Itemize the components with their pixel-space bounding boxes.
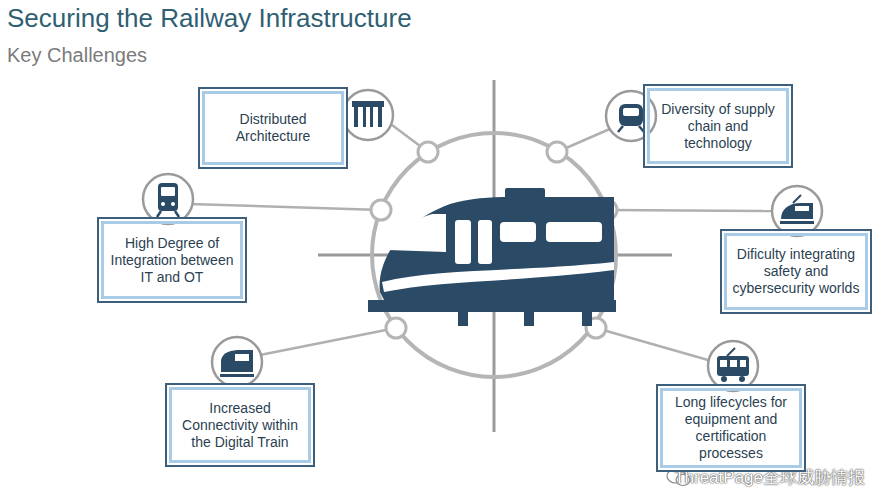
challenge-box: High Degree of Integration between IT an… <box>97 217 247 303</box>
challenge-text: High Degree of Integration between IT an… <box>109 235 235 286</box>
challenge-box: Diversity of supply chain and technology <box>643 84 793 168</box>
leader-lines <box>190 125 772 360</box>
challenge-box: Increased Connectivity within the Digita… <box>165 383 315 467</box>
train-illustration <box>368 188 616 326</box>
watermark: ThreatPage全球威胁情报 <box>674 466 865 488</box>
challenge-text: Distributed Architecture <box>210 111 336 145</box>
challenge-text: Dificulty integrating safety and cyberse… <box>732 246 860 297</box>
page-title: Securing the Railway Infrastructure <box>7 3 412 34</box>
challenge-box: Distributed Architecture <box>198 87 348 169</box>
challenge-text: Long lifecycles for equipment and certif… <box>668 394 794 462</box>
challenge-text: Increased Connectivity within the Digita… <box>177 400 303 451</box>
challenge-box: Long lifecycles for equipment and certif… <box>656 384 806 472</box>
challenge-box: Dificulty integrating safety and cyberse… <box>720 229 872 314</box>
challenge-text: Diversity of supply chain and technology <box>655 101 781 152</box>
target-circle <box>372 133 616 377</box>
subtitle: Key Challenges <box>7 44 147 67</box>
